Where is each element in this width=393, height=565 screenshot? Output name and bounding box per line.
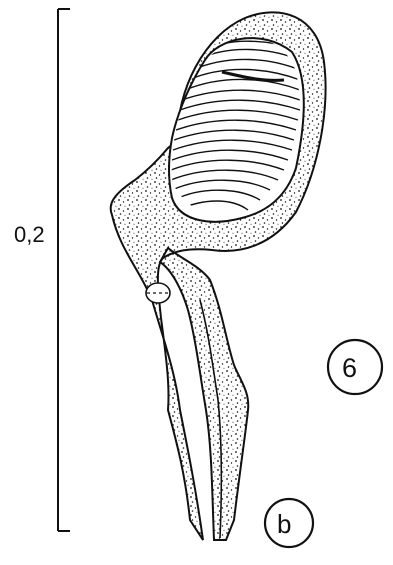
panel-letter: b [277, 511, 291, 537]
scale-bar [58, 9, 70, 531]
scale-bar-value: 0,2 [14, 224, 45, 246]
figure-number: 6 [342, 355, 357, 382]
